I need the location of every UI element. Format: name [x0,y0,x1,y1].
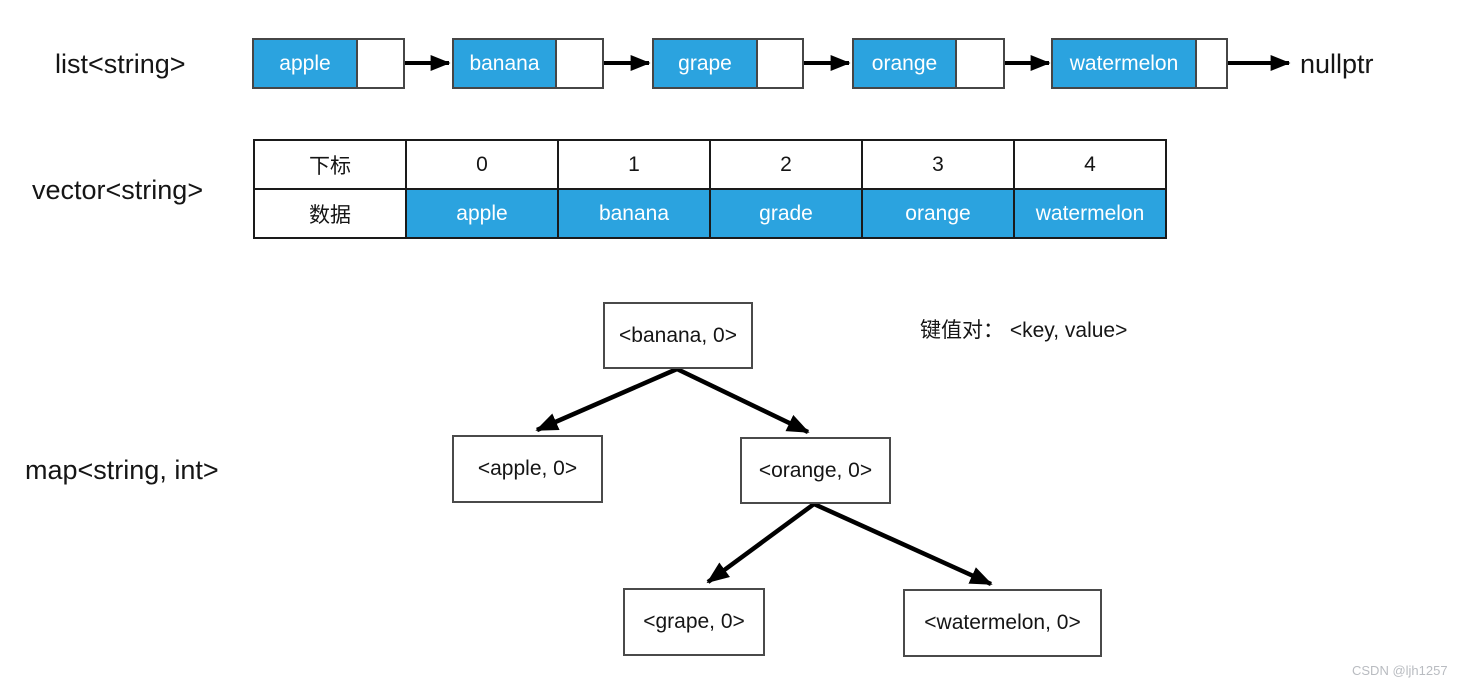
list-node-value: watermelon [1053,40,1195,87]
vector-index-cell: 0 [405,139,559,190]
list-node-grape: grape [652,38,804,89]
vector-table: 下标 0 1 2 3 4 数据 apple banana grade orang… [253,139,1167,239]
vector-data-header-cell: 数据 [253,188,407,239]
vector-data-cell: apple [405,188,559,239]
vector-index-row: 下标 0 1 2 3 4 [253,139,1167,190]
tree-node-root: <banana, 0> [603,302,753,369]
list-node-apple: apple [252,38,405,89]
list-node-banana: banana [452,38,604,89]
vector-data-cell: grade [709,188,863,239]
tree-node-right: <orange, 0> [740,437,891,504]
vector-data-cell: orange [861,188,1015,239]
vector-data-row: 数据 apple banana grade orange watermelon [253,188,1167,239]
tree-node-right-right: <watermelon, 0> [903,589,1102,657]
list-node-value: apple [254,40,356,87]
tree-edge-root-left-icon [535,366,678,433]
vector-index-cell: 3 [861,139,1015,190]
tree-node-left: <apple, 0> [452,435,603,503]
tree-node-right-left: <grape, 0> [623,588,765,656]
list-node-value: banana [454,40,555,87]
tree-edge-right-right-icon [813,501,993,587]
list-node-watermelon: watermelon [1051,38,1228,89]
vector-section-label: vector<string> [32,175,204,205]
list-section-label: list<string> [55,49,186,79]
tree-edge-root-right-icon [676,366,810,435]
list-node-pointer-cell [756,40,802,87]
key-value-annotation-value: <key, value> [1009,319,1128,342]
vector-index-cell: 1 [557,139,711,190]
vector-index-cell: 4 [1013,139,1167,190]
list-node-orange: orange [852,38,1005,89]
vector-index-cell: 2 [709,139,863,190]
list-node-pointer-cell [555,40,602,87]
key-value-annotation-label: 键值对： [920,319,1004,342]
list-node-pointer-cell [356,40,403,87]
list-node-pointer-cell [1195,40,1226,87]
vector-data-cell: banana [557,188,711,239]
watermark: CSDN @ljh1257 [1352,663,1448,678]
key-value-annotation: 键值对： <key, value> [920,314,1127,344]
map-section-label: map<string, int> [25,455,219,485]
list-node-pointer-cell [955,40,1003,87]
list-node-value: grape [654,40,756,87]
vector-index-header-cell: 下标 [253,139,407,190]
nullptr-label: nullptr [1300,49,1374,79]
vector-data-cell: watermelon [1013,188,1167,239]
list-node-value: orange [854,40,955,87]
tree-edge-right-left-icon [706,502,816,584]
